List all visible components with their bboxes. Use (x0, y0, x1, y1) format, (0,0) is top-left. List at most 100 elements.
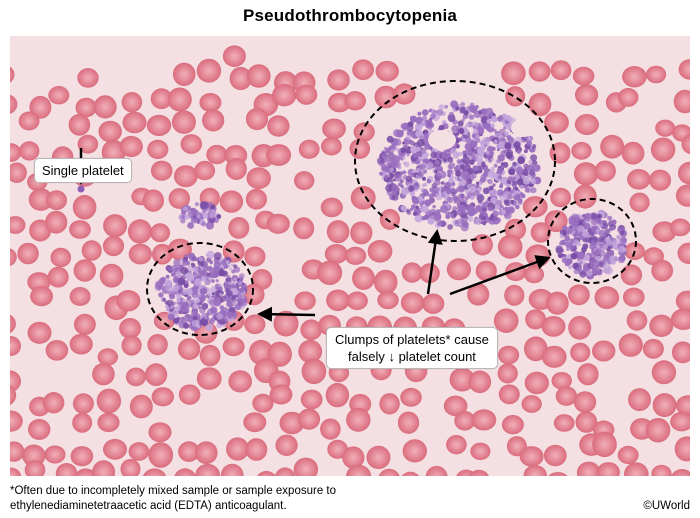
platelet-granule (175, 271, 182, 278)
red-blood-cell (675, 184, 690, 207)
platelet-granule (503, 126, 507, 130)
red-blood-cell (44, 445, 66, 464)
platelet-granule (508, 168, 516, 176)
red-blood-cell (374, 85, 398, 109)
red-blood-cell (454, 411, 476, 431)
platelet-granule (429, 187, 435, 193)
platelet-granule (422, 176, 426, 181)
red-blood-cell (77, 134, 99, 154)
red-blood-cell (628, 388, 651, 412)
platelet-granule (620, 230, 625, 235)
platelet-granule (531, 144, 537, 149)
red-blood-cell (649, 314, 674, 337)
platelet-granule (443, 158, 447, 162)
platelet-granule (186, 295, 192, 301)
platelet-granule (226, 311, 234, 319)
platelet-granule (597, 213, 602, 219)
red-blood-cell (229, 66, 252, 91)
platelet-granule (501, 209, 506, 215)
annotations (73, 80, 637, 336)
platelet-granule (421, 216, 426, 221)
platelet-granule (226, 290, 233, 297)
platelet-granule (566, 243, 572, 249)
platelet-granule (402, 141, 406, 145)
platelet-granule (469, 140, 478, 148)
platelet-granule (415, 174, 420, 178)
platelet-granule (442, 190, 448, 196)
red-blood-cell (43, 392, 65, 414)
red-blood-cell (596, 462, 620, 476)
footnote-line-1: *Often due to incompletely mixed sample … (10, 485, 336, 497)
platelet-granule (455, 144, 460, 149)
red-blood-cell (47, 266, 69, 288)
platelet-granule (533, 164, 541, 172)
platelet-granule (469, 185, 477, 193)
platelet-granule (569, 219, 577, 227)
red-blood-cell (530, 222, 552, 243)
platelet-granule (500, 177, 507, 185)
platelet-granule (192, 303, 198, 309)
red-blood-cell (325, 382, 350, 408)
platelet-granule (578, 219, 584, 224)
platelet-granule (421, 205, 429, 213)
platelet-granule (506, 134, 512, 141)
platelet-granule (218, 283, 222, 287)
platelet-granule (477, 125, 482, 131)
platelet-granule (482, 211, 488, 217)
red-blood-cell (671, 341, 690, 364)
red-blood-cell (74, 313, 96, 335)
red-blood-cell (74, 468, 97, 476)
platelet-granule (569, 238, 575, 244)
platelet-granule (609, 226, 614, 232)
platelet-granule (417, 139, 425, 147)
platelet-granule (490, 123, 495, 128)
platelet-granule (478, 110, 482, 115)
red-blood-cell (523, 465, 547, 476)
red-blood-cell (468, 469, 490, 476)
platelet-granule (485, 107, 494, 116)
red-blood-cell (675, 290, 690, 312)
red-blood-cell (98, 120, 122, 143)
platelet-granule (409, 190, 416, 197)
platelet-granule (162, 297, 166, 302)
red-blood-cell (267, 341, 293, 367)
red-blood-cell (504, 284, 525, 306)
platelet-granule (381, 152, 388, 159)
red-blood-cell (470, 442, 491, 460)
red-blood-cell (150, 223, 171, 243)
platelet-granule (572, 225, 578, 232)
platelet-granule (523, 149, 528, 154)
platelet-granule (198, 257, 204, 262)
platelet-granule (474, 218, 482, 225)
platelet-granule (493, 128, 497, 133)
platelet-granule (187, 222, 195, 229)
platelet-granule (530, 154, 538, 162)
platelet-granule (384, 148, 390, 154)
platelet-granule (467, 168, 474, 175)
red-blood-cell (77, 68, 99, 88)
platelet-granule (406, 153, 410, 157)
red-blood-cell (269, 384, 293, 405)
platelet-granule (561, 257, 568, 264)
platelet-granule (462, 150, 467, 155)
platelet-granule (198, 305, 202, 310)
red-blood-cell (298, 339, 323, 364)
red-blood-cell (617, 88, 639, 107)
platelet-granule (490, 157, 495, 162)
red-blood-cell (577, 363, 599, 386)
red-blood-cell (570, 342, 591, 363)
platelet-granule (450, 100, 458, 109)
red-blood-cell (629, 192, 650, 213)
platelet-granule (182, 308, 187, 312)
platelet-granule (398, 182, 403, 187)
red-blood-cell (670, 308, 690, 330)
red-blood-cell (219, 190, 244, 213)
clump-highlight-left (146, 242, 254, 336)
red-blood-cell (81, 240, 102, 261)
platelet-granule (455, 170, 462, 177)
red-blood-cell (196, 367, 222, 390)
platelet-granule (413, 182, 421, 190)
red-blood-cell (257, 471, 276, 476)
red-blood-cell (676, 395, 690, 416)
platelet-granule (394, 173, 403, 182)
